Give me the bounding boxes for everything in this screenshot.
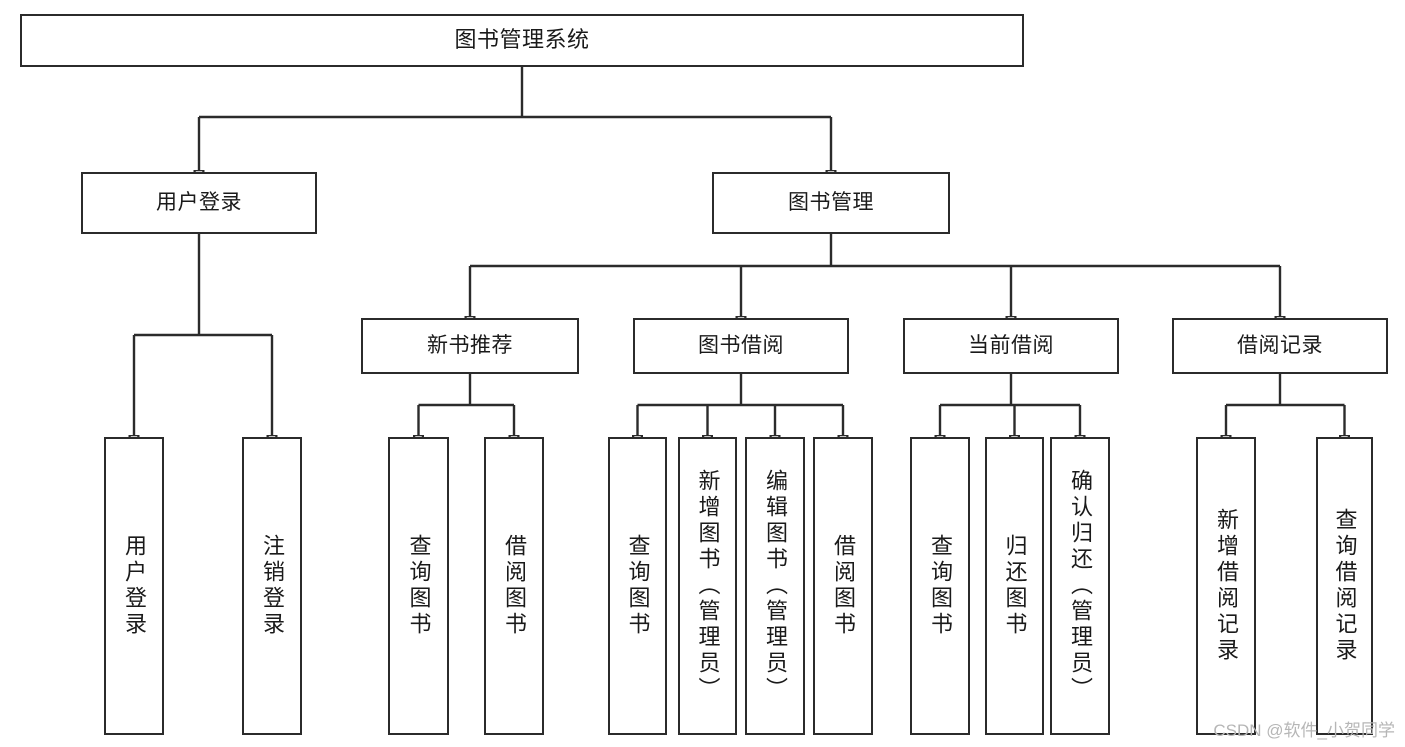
node-root[interactable]: 图书管理系统 (20, 14, 1024, 67)
node-leaf-user-logout-label: 注销登录 (260, 534, 285, 638)
node-leaf-confirm-return[interactable]: 确认归还（管理员） (1050, 437, 1110, 735)
node-leaf-query-record-label: 查询借阅记录 (1332, 508, 1358, 664)
node-leaf-return-book[interactable]: 归还图书 (985, 437, 1044, 735)
node-root-label: 图书管理系统 (454, 27, 590, 53)
node-leaf-add-book-label: 新增图书（管理员） (695, 469, 721, 703)
node-leaf-add-book[interactable]: 新增图书（管理员） (678, 437, 737, 735)
node-leaf-edit-book-label: 编辑图书（管理员） (763, 469, 788, 703)
node-user-login[interactable]: 用户登录 (81, 172, 317, 234)
node-leaf-add-record[interactable]: 新增借阅记录 (1196, 437, 1256, 735)
node-leaf-borrow-book-1-label: 借阅图书 (502, 534, 527, 638)
node-leaf-user-login-label: 用户登录 (122, 534, 147, 638)
node-book-manage-label: 图书管理 (788, 191, 874, 215)
node-new-book-rec[interactable]: 新书推荐 (361, 318, 579, 374)
node-leaf-query-book-2-label: 查询图书 (625, 534, 651, 638)
node-leaf-query-book-3[interactable]: 查询图书 (910, 437, 970, 735)
node-leaf-add-record-label: 新增借阅记录 (1214, 508, 1239, 664)
node-leaf-query-book-2[interactable]: 查询图书 (608, 437, 667, 735)
node-leaf-query-book-3-label: 查询图书 (928, 534, 953, 638)
node-user-login-label: 用户登录 (156, 191, 242, 215)
node-leaf-query-record[interactable]: 查询借阅记录 (1316, 437, 1373, 735)
node-leaf-confirm-return-label: 确认归还（管理员） (1068, 469, 1093, 703)
node-borrow-record-label: 借阅记录 (1237, 334, 1323, 358)
node-leaf-return-book-label: 归还图书 (1002, 534, 1028, 638)
node-leaf-user-login[interactable]: 用户登录 (104, 437, 164, 735)
node-book-borrow-label: 图书借阅 (698, 334, 784, 358)
node-leaf-borrow-book-2[interactable]: 借阅图书 (813, 437, 873, 735)
node-leaf-edit-book[interactable]: 编辑图书（管理员） (745, 437, 805, 735)
node-leaf-user-logout[interactable]: 注销登录 (242, 437, 302, 735)
node-leaf-query-book-1-label: 查询图书 (406, 534, 432, 638)
node-leaf-query-book-1[interactable]: 查询图书 (388, 437, 449, 735)
node-leaf-borrow-book-1[interactable]: 借阅图书 (484, 437, 544, 735)
node-book-borrow[interactable]: 图书借阅 (633, 318, 849, 374)
node-book-manage[interactable]: 图书管理 (712, 172, 950, 234)
node-leaf-borrow-book-2-label: 借阅图书 (831, 534, 856, 638)
node-current-borrow-label: 当前借阅 (968, 334, 1054, 358)
node-new-book-rec-label: 新书推荐 (427, 334, 513, 358)
connector-paths (134, 67, 1345, 436)
node-borrow-record[interactable]: 借阅记录 (1172, 318, 1388, 374)
node-current-borrow[interactable]: 当前借阅 (903, 318, 1119, 374)
watermark: CSDN @软件_小贺同学 (1213, 721, 1395, 740)
